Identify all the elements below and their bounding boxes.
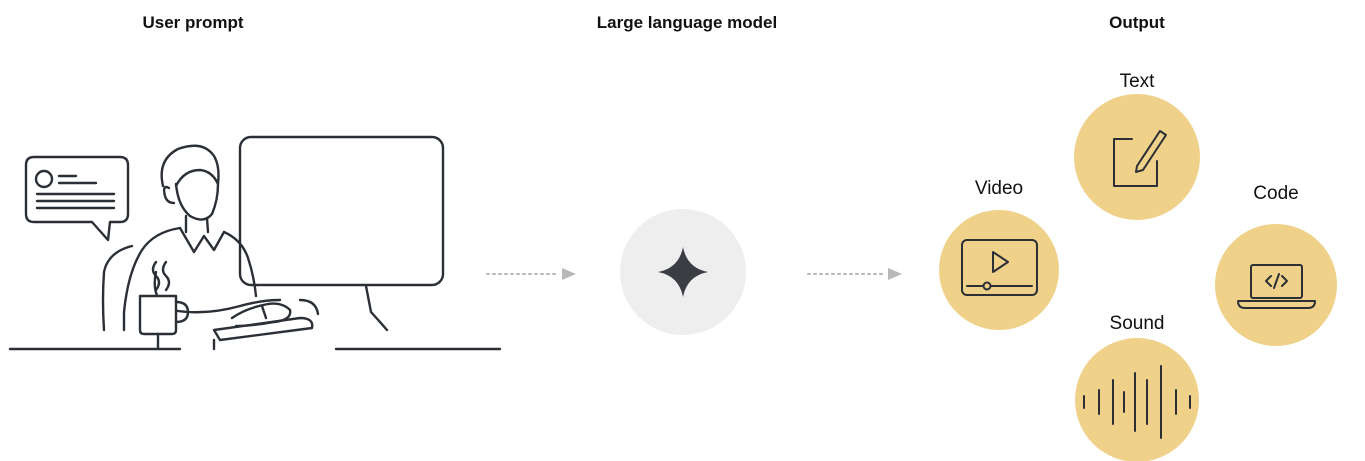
sparkle-icon bbox=[658, 247, 708, 297]
arrow-llm-to-output bbox=[807, 268, 902, 280]
text-output-label: Text bbox=[1119, 71, 1155, 92]
llm-heading: Large language model bbox=[596, 13, 778, 32]
text-output-node bbox=[1074, 94, 1200, 220]
video-output-node bbox=[939, 210, 1059, 330]
output-heading: Output bbox=[1109, 13, 1165, 32]
video-output-label: Video bbox=[974, 178, 1024, 199]
document-pen-icon bbox=[1113, 130, 1167, 187]
sound-wave-icon bbox=[1083, 365, 1191, 439]
video-player-icon bbox=[961, 239, 1038, 296]
user-prompt-heading: User prompt bbox=[142, 13, 244, 32]
code-output-node bbox=[1215, 224, 1337, 346]
person-figure bbox=[8, 144, 320, 351]
sound-output-node bbox=[1075, 338, 1199, 461]
chat-bubble-icon bbox=[24, 155, 130, 242]
person-at-desk-illustration bbox=[8, 135, 502, 351]
sound-output-label: Sound bbox=[1109, 313, 1165, 334]
arrow-prompt-to-llm bbox=[486, 268, 576, 280]
monitor-icon bbox=[238, 135, 502, 351]
laptop-code-icon bbox=[1237, 264, 1316, 309]
code-output-label: Code bbox=[1253, 183, 1299, 204]
llm-node bbox=[620, 209, 746, 335]
